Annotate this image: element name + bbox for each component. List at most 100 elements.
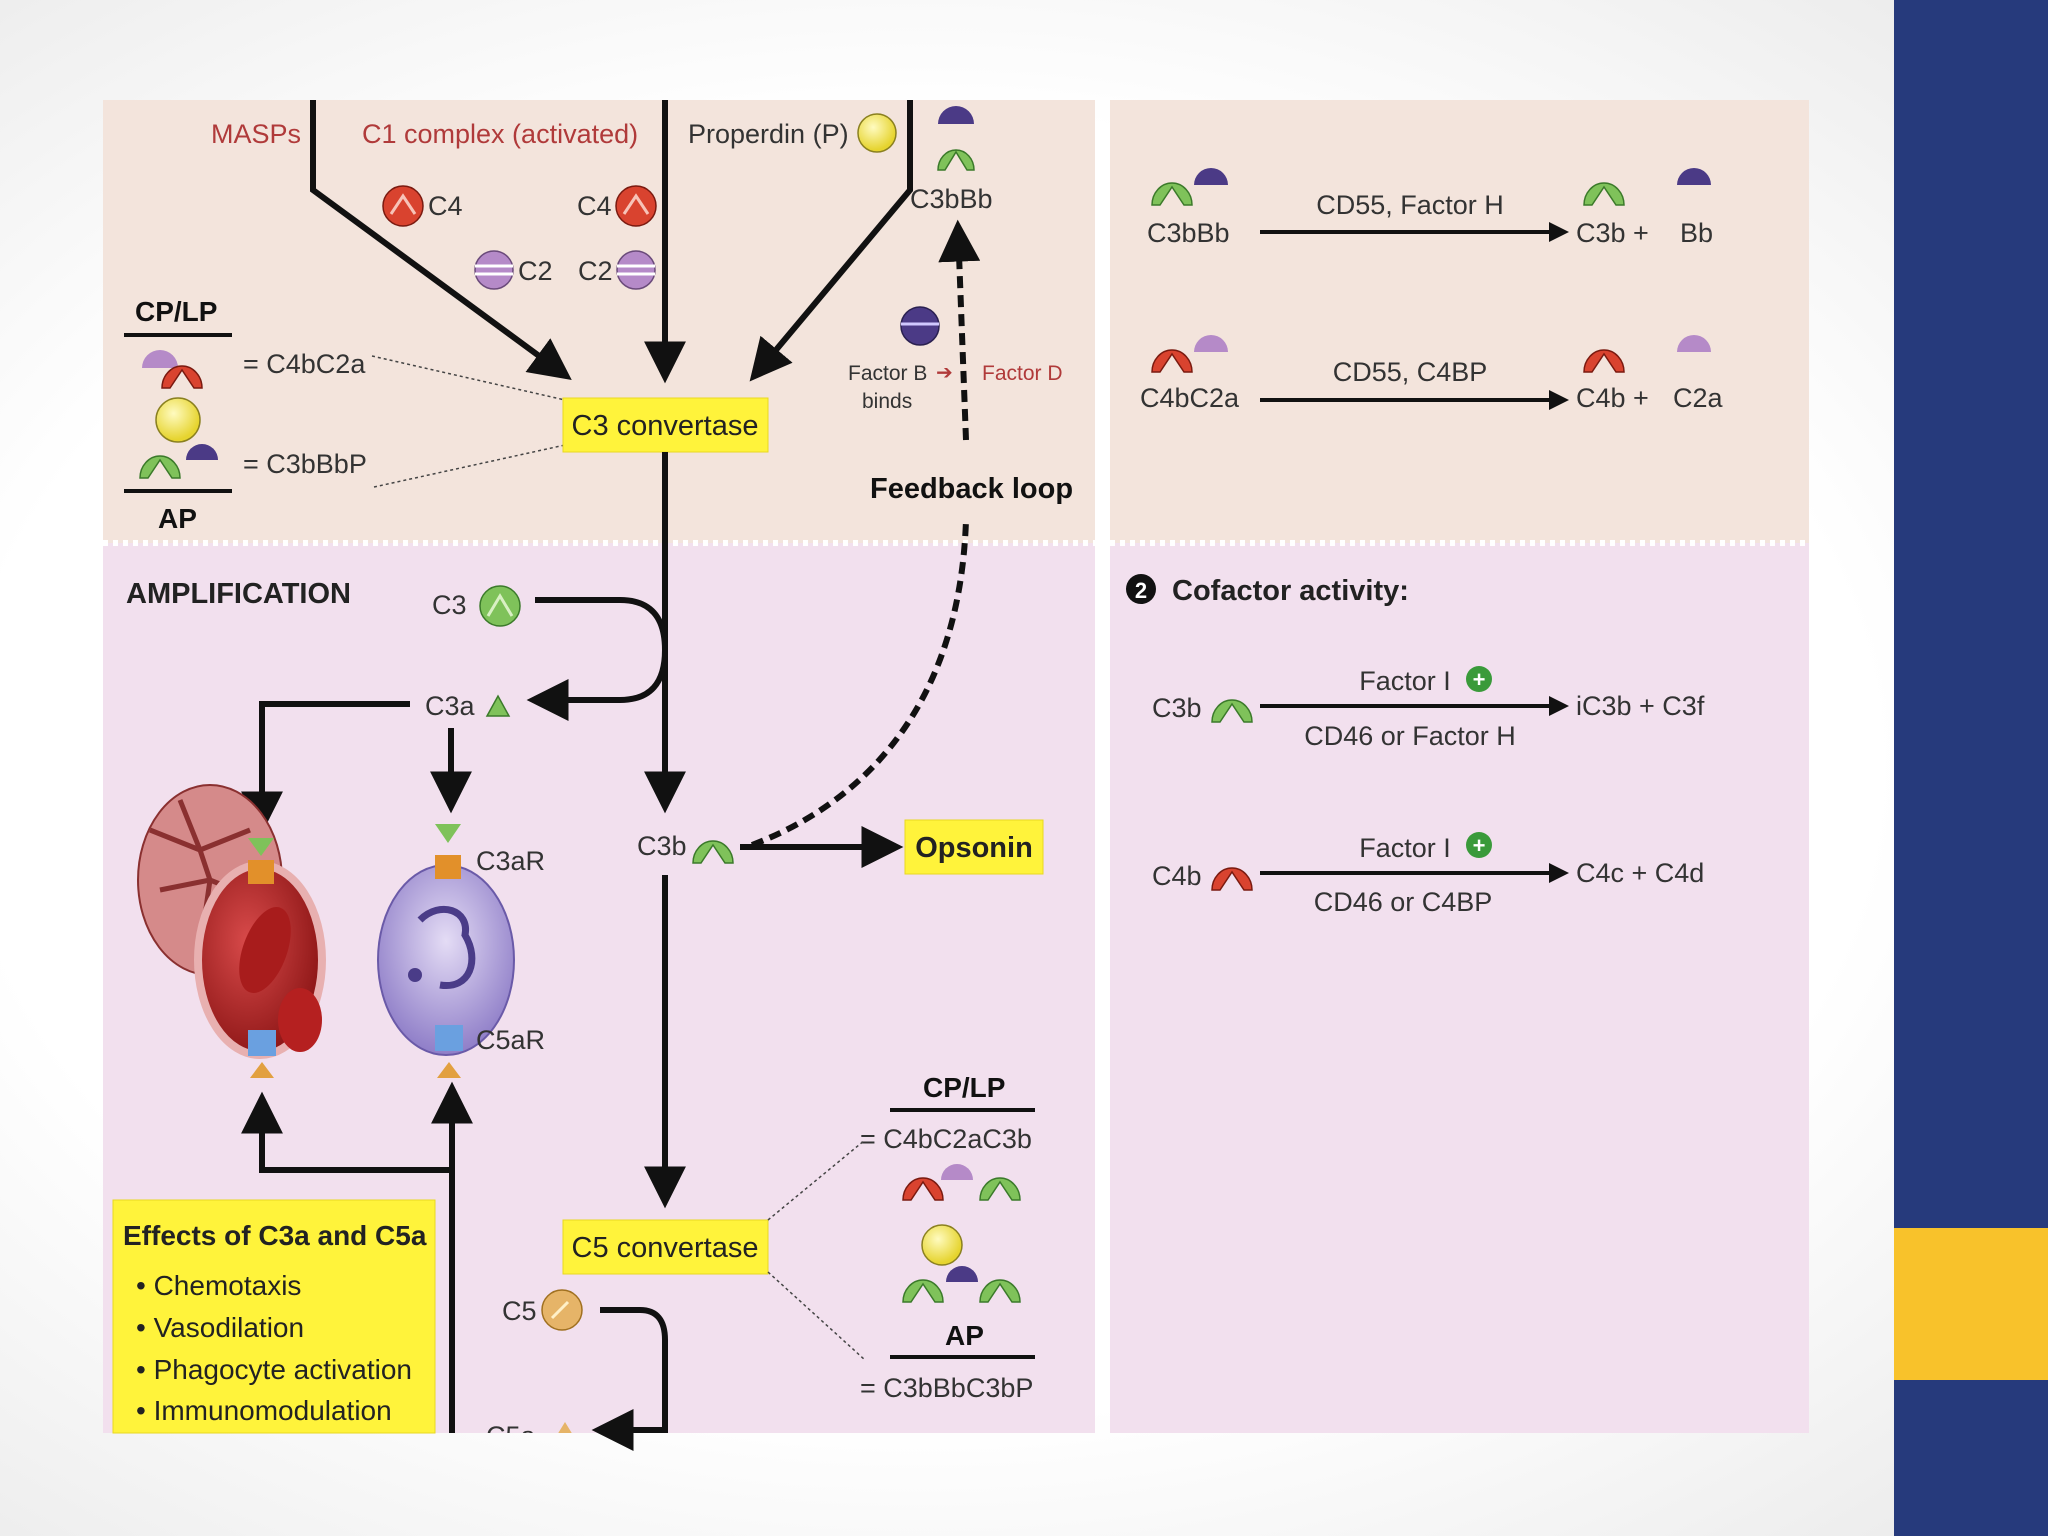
decay-row-c3bbb: C3bBb CD55, Factor H C3b + Bb bbox=[1147, 168, 1713, 248]
c5-cleavage-path bbox=[600, 1307, 668, 1433]
effects-title: Effects of C3a and C5a bbox=[123, 1220, 427, 1251]
cofactor-row-c4b: C4b Factor I + CD46 or C4BP C4c + C4d bbox=[1152, 832, 1704, 917]
c5a-to-cells-path bbox=[241, 1091, 455, 1433]
effects-box bbox=[112, 1199, 436, 1434]
c5a-partial-label: C5a bbox=[486, 1421, 537, 1451]
c5a-icon bbox=[558, 1422, 572, 1433]
c3bbb-label: C3bBb bbox=[910, 184, 993, 214]
c1-complex-label: C1 complex (activated) bbox=[362, 119, 638, 149]
c3bbbc3bp-icon bbox=[902, 1224, 1021, 1303]
c5ar-label: C5aR bbox=[476, 1025, 545, 1055]
properdin-label: Properdin (P) bbox=[688, 119, 849, 149]
decay-right1-c4bc2a: C4b + bbox=[1576, 383, 1649, 413]
decay-right2-c4bc2a: C2a bbox=[1673, 383, 1724, 413]
cofactor-over-c3b: Factor I bbox=[1359, 666, 1451, 696]
decay-panel bbox=[1110, 100, 1809, 543]
feedback-curve bbox=[750, 519, 969, 848]
c3a-icon bbox=[485, 694, 511, 717]
cofactor-plus-icon-c4b bbox=[1466, 832, 1492, 858]
cofactor-under-c3b: CD46 or Factor H bbox=[1304, 721, 1516, 751]
c5-convertase-box bbox=[562, 1219, 769, 1275]
c5-icon bbox=[541, 1289, 583, 1331]
c4-icon-right bbox=[615, 185, 657, 227]
alternative-pathway-arrow bbox=[749, 100, 913, 382]
cofactor-row-c3b: C3b Factor I + CD46 or Factor H iC3b + C… bbox=[1152, 666, 1705, 751]
cofactor-number-badge bbox=[1126, 574, 1156, 604]
c2-icon-right bbox=[616, 250, 656, 290]
c4-icon-left bbox=[382, 185, 424, 227]
factor-b-icon bbox=[900, 306, 940, 346]
c3bbbc3bp-label: = C3bBbC3bP bbox=[860, 1373, 1033, 1403]
decay-over-c4bc2a: CD55, C4BP bbox=[1333, 357, 1488, 387]
c2-icon-left bbox=[474, 250, 514, 290]
binds-label: binds bbox=[862, 390, 912, 413]
c3bbbp-label: = C3bBbP bbox=[243, 449, 367, 479]
c4bc2ac3b-label: = C4bC2aC3b bbox=[860, 1124, 1032, 1154]
svg-text:+: + bbox=[1473, 833, 1486, 858]
ap-label-top: AP bbox=[158, 503, 197, 534]
complement-diagram: MASPs C1 complex (activated) Properdin (… bbox=[103, 100, 1809, 1451]
c4bc2a-icon bbox=[142, 350, 203, 389]
decay-left-c3bbb: C3bBb bbox=[1147, 218, 1230, 248]
c3ar-label: C3aR bbox=[476, 846, 545, 876]
c3bbbp-icon bbox=[139, 397, 218, 479]
cofactor-under-c4b: CD46 or C4BP bbox=[1314, 887, 1493, 917]
c5-convertase-label: C5 convertase bbox=[572, 1232, 759, 1264]
c5-convertase-leader-top bbox=[767, 1139, 866, 1221]
svg-text:+: + bbox=[1473, 667, 1486, 692]
effect-immunomodulation: • Immunomodulation bbox=[136, 1395, 392, 1426]
cofactor-number: 2 bbox=[1135, 578, 1147, 603]
decay-left-c4bc2a: C4bC2a bbox=[1140, 383, 1240, 413]
effect-phagocyte-activation: • Phagocyte activation bbox=[136, 1354, 412, 1385]
decay-right2-c3bbb: Bb bbox=[1680, 218, 1713, 248]
cofactor-right-c4b: C4c + C4d bbox=[1576, 858, 1704, 888]
leukocyte-illustration bbox=[377, 824, 515, 1078]
cofactor-left-c3b: C3b bbox=[1152, 693, 1202, 723]
cplp-label-top: CP/LP bbox=[135, 296, 217, 327]
c3bbbp-leader bbox=[373, 444, 566, 488]
cofactor-plus-icon-c3b bbox=[1466, 666, 1492, 692]
feedback-loop-label: Feedback loop bbox=[870, 473, 1073, 505]
c3-convertase-box bbox=[562, 397, 769, 453]
c3b-icon bbox=[692, 840, 734, 864]
c3a-to-mast-cell-arrow bbox=[241, 701, 410, 834]
properdin-icon bbox=[857, 113, 897, 153]
classical-pathway-arrow bbox=[310, 100, 572, 380]
opsonin-label: Opsonin bbox=[915, 832, 1033, 864]
c4bc2a-label: = C4bC2a bbox=[243, 349, 366, 379]
factor-d-label: Factor D bbox=[982, 362, 1063, 385]
c3b-label: C3b bbox=[637, 831, 687, 861]
ap-label-bottom: AP bbox=[945, 1320, 984, 1351]
c5-convertase-leader-bottom bbox=[767, 1271, 866, 1361]
c5-label: C5 bbox=[502, 1296, 537, 1326]
c3-convertase-label: C3 convertase bbox=[572, 410, 759, 442]
c2-label-right: C2 bbox=[578, 256, 613, 286]
c3-label: C3 bbox=[432, 590, 467, 620]
cofactor-over-c4b: Factor I bbox=[1359, 833, 1451, 863]
mast-cell-illustration bbox=[137, 784, 326, 1078]
factor-b-arrow-glyph: ➔ bbox=[936, 362, 953, 384]
cplp-label-bottom: CP/LP bbox=[923, 1072, 1005, 1103]
cofactor-panel bbox=[1110, 543, 1809, 1433]
c4bc2ac3b-icon bbox=[902, 1164, 1021, 1201]
c4bc2a-leader bbox=[371, 355, 566, 401]
c3-cleavage-path bbox=[526, 597, 669, 721]
effect-chemotaxis: • Chemotaxis bbox=[136, 1270, 301, 1301]
c3bbb-icon bbox=[937, 106, 975, 171]
c4-label-right: C4 bbox=[577, 191, 612, 221]
slide-accent-bar bbox=[1894, 1228, 2048, 1380]
masps-label: MASPs bbox=[211, 119, 301, 149]
cofactor-title: Cofactor activity: bbox=[1172, 575, 1409, 607]
c3-icon bbox=[479, 585, 521, 627]
cofactor-right-c3b: iC3b + C3f bbox=[1576, 691, 1705, 721]
decay-over-c3bbb: CD55, Factor H bbox=[1316, 190, 1504, 220]
decay-right1-c3bbb: C3b + bbox=[1576, 218, 1649, 248]
opsonin-box bbox=[904, 819, 1044, 875]
c2-label-left: C2 bbox=[518, 256, 553, 286]
feedback-up-arrow bbox=[938, 219, 981, 441]
c4-label-left: C4 bbox=[428, 191, 463, 221]
effect-vasodilation: • Vasodilation bbox=[136, 1312, 304, 1343]
amplification-title: AMPLIFICATION bbox=[126, 578, 351, 610]
c3a-label: C3a bbox=[425, 691, 476, 721]
cofactor-left-c4b: C4b bbox=[1152, 861, 1202, 891]
